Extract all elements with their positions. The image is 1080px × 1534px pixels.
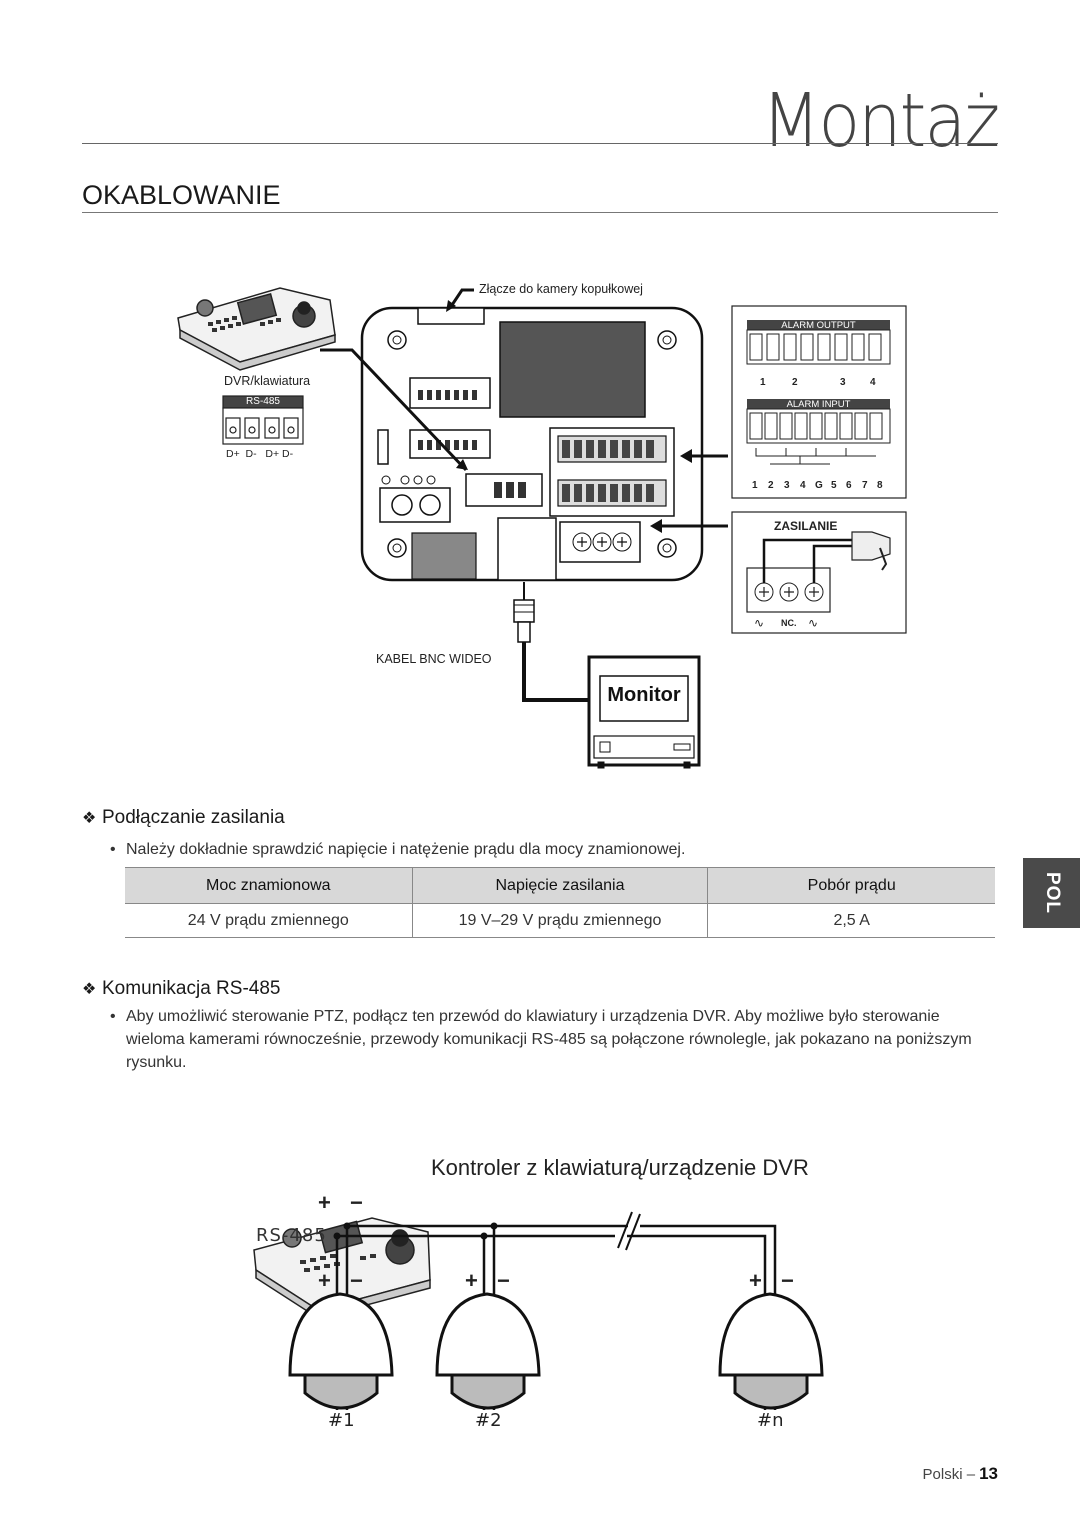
bnc-cable bbox=[513, 582, 594, 702]
section-divider bbox=[82, 212, 998, 213]
plus-sign: + bbox=[749, 1268, 762, 1293]
minus-sign: − bbox=[350, 1268, 363, 1293]
alarm-output-number: 1 bbox=[760, 377, 766, 388]
keyboard-controller-image bbox=[253, 1217, 431, 1319]
rs485-block-label: RS-485 bbox=[246, 396, 280, 407]
monitor-label: Monitor bbox=[607, 684, 681, 706]
power-bullet-text: Należy dokładnie sprawdzić napięcie i na… bbox=[126, 841, 686, 858]
power-terminal-label: NC. bbox=[781, 618, 797, 628]
rs485-heading: ❖Komunikacja RS-485 bbox=[82, 978, 281, 999]
alarm-output-number: 4 bbox=[870, 377, 876, 388]
alarm-output-number: 2 bbox=[792, 377, 798, 388]
table-header-row: Moc znamionowa Napięcie zasilania Pobór … bbox=[125, 867, 995, 904]
bus-label: RS-485 bbox=[256, 1225, 327, 1246]
minus-sign: − bbox=[497, 1268, 510, 1293]
alarm-input-number: 3 bbox=[784, 480, 790, 491]
keyboard-controller-image bbox=[177, 287, 336, 371]
bus-junction-dots bbox=[333, 1222, 498, 1240]
page-number: 13 bbox=[979, 1464, 998, 1483]
camera-label: #2 bbox=[475, 1410, 502, 1431]
dome-camera-image bbox=[288, 1292, 824, 1410]
alarm-terminals-panel bbox=[731, 305, 907, 499]
power-bullet: •Należy dokładnie sprawdzić napięcie i n… bbox=[110, 838, 980, 861]
chapter-title: Montaż bbox=[761, 78, 999, 164]
power-label: ZASILANIE bbox=[774, 519, 838, 533]
bnc-cable-label: KABEL BNC WIDEO bbox=[376, 652, 492, 666]
wiring-diagram bbox=[177, 287, 907, 769]
table-header: Pobór prądu bbox=[707, 867, 995, 904]
dome-connector-label: Złącze do kamery kopułkowej bbox=[479, 282, 643, 296]
rs485-bus-diagram bbox=[253, 1211, 824, 1410]
monitor-image bbox=[587, 655, 701, 769]
alarm-input-number: 4 bbox=[800, 480, 806, 491]
alarm-input-number: 2 bbox=[768, 480, 774, 491]
alarm-input-number: G bbox=[815, 480, 823, 491]
table-cell: 19 V–29 V prądu zmiennego bbox=[411, 903, 708, 938]
power-terminals-panel bbox=[731, 511, 907, 634]
rs485-bullet: •Aby umożliwić sterowanie PTZ, podłącz t… bbox=[110, 1005, 980, 1074]
plus-sign: + bbox=[318, 1190, 331, 1215]
alarm-output-label: ALARM OUTPUT bbox=[781, 320, 856, 331]
controller-label: Kontroler z klawiaturą/urządzenie DVR bbox=[431, 1155, 809, 1180]
table-header: Moc znamionowa bbox=[125, 867, 413, 904]
footer-language: Polski – bbox=[922, 1466, 976, 1483]
language-tab[interactable]: POL bbox=[1023, 858, 1080, 928]
rs485-pin-labels: D+ D- D+ D- bbox=[226, 448, 294, 460]
alarm-input-number: 8 bbox=[877, 480, 883, 491]
alarm-input-number: 7 bbox=[862, 480, 868, 491]
table-row: 24 V prądu zmiennego 19 V–29 V prądu zmi… bbox=[125, 903, 995, 938]
rs485-wire bbox=[320, 348, 468, 472]
dome-connector-arrow bbox=[448, 288, 474, 309]
table-header: Napięcie zasilania bbox=[411, 867, 708, 904]
chapter-divider bbox=[82, 143, 998, 144]
camera-label: #1 bbox=[328, 1410, 355, 1431]
section-title: OKABLOWANIE bbox=[82, 180, 281, 210]
camera-board bbox=[360, 306, 704, 582]
power-heading-text: Podłączanie zasilania bbox=[102, 807, 285, 828]
camera-label: #n bbox=[757, 1410, 784, 1431]
minus-sign: − bbox=[350, 1190, 363, 1215]
power-spec-table: Moc znamionowa Napięcie zasilania Pobór … bbox=[125, 867, 995, 938]
alarm-input-number: 5 bbox=[831, 480, 837, 491]
plus-sign: + bbox=[465, 1268, 478, 1293]
alarm-input-number: 6 bbox=[846, 480, 852, 491]
page-footer: Polski –13 bbox=[923, 1464, 998, 1484]
alarm-input-label: ALARM INPUT bbox=[786, 399, 851, 410]
table-cell: 24 V prądu zmiennego bbox=[125, 903, 413, 938]
rs485-heading-text: Komunikacja RS-485 bbox=[102, 978, 281, 999]
table-cell: 2,5 A bbox=[707, 903, 995, 938]
alarm-input-number: 1 bbox=[752, 480, 758, 491]
language-tab-label: POL bbox=[1041, 871, 1063, 915]
plus-sign: + bbox=[318, 1268, 331, 1293]
rs485-bullet-text: Aby umożliwić sterowanie PTZ, podłącz te… bbox=[126, 1008, 972, 1071]
rs485-terminal-block bbox=[222, 395, 304, 445]
minus-sign: − bbox=[781, 1268, 794, 1293]
power-heading: ❖Podłączanie zasilania bbox=[82, 807, 285, 828]
alarm-output-number: 3 bbox=[840, 377, 846, 388]
dvr-keyboard-label: DVR/klawiatura bbox=[224, 374, 311, 388]
